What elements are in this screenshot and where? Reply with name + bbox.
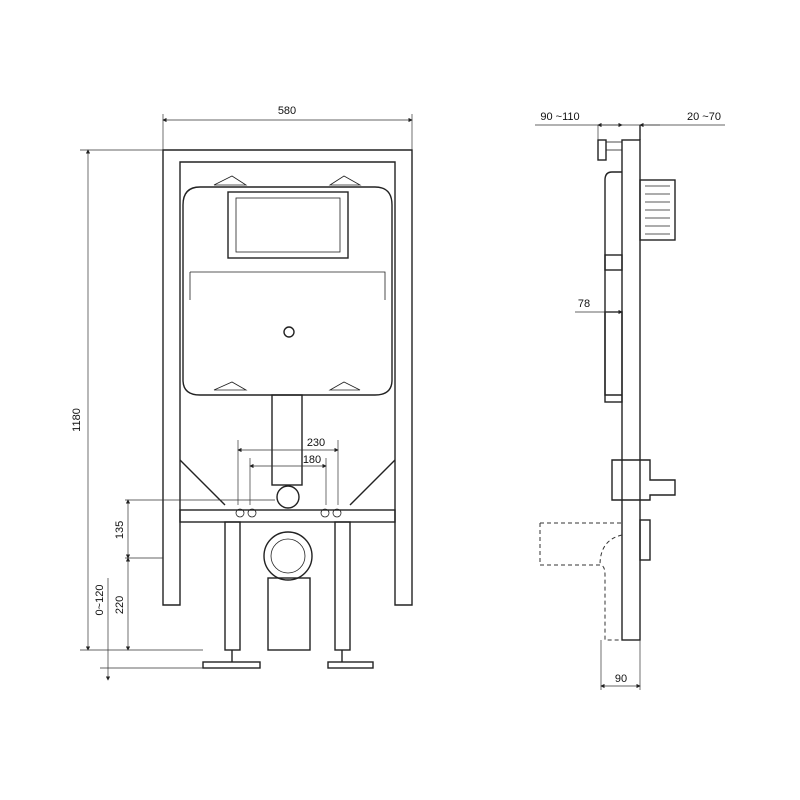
width-dimension: 580 [278,105,296,117]
right-leg [334,521,351,651]
side-view: 90 ~110 20 ~70 78 90 [535,111,725,690]
side-flush-elbow [611,459,676,501]
rear-depth-dimension: 20 ~70 [687,111,721,123]
lower-offset-dimension: 220 [114,596,126,614]
upper-offset-dimension: 135 [114,521,126,539]
cistern-tank [182,186,393,396]
outer-connection-dimension: 230 [307,437,325,449]
left-leg [224,521,241,651]
flush-button-side [639,179,676,241]
valve-icon [283,326,295,338]
inner-connection-dimension: 180 [303,454,321,466]
front-view: 580 1180 230 180 135 220 0~120 [71,105,413,681]
frame-outline [162,149,413,606]
flush-pipe [271,394,303,486]
side-frame-post [621,139,641,641]
height-dimension: 1180 [71,408,83,432]
right-brace [349,459,396,506]
side-tank [604,171,622,396]
toilet-outline [539,522,622,641]
bracket [597,139,607,161]
drain-pipe [267,577,311,651]
flush-plate-opening [227,191,349,259]
bottom-offset-dimension: 90 [615,673,627,685]
left-brace [179,459,226,506]
flush-elbow [276,485,300,509]
cross-bar [179,509,396,523]
left-foot [202,661,261,669]
frame-depth-dimension: 78 [578,298,590,310]
front-depth-dimension: 90 ~110 [540,111,579,123]
adjust-range-dimension: 0~120 [94,585,106,616]
drain-outlet [263,531,313,581]
right-foot [327,661,374,669]
